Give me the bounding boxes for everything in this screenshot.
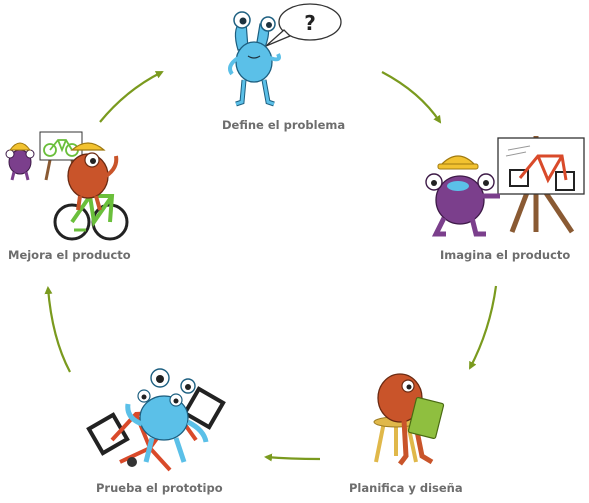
easel-icon bbox=[497, 136, 585, 234]
purple-monster-icon bbox=[5, 142, 35, 181]
question-mark-text: ? bbox=[304, 11, 316, 35]
step-label-mejora: Mejora el producto bbox=[8, 248, 131, 262]
blue-monster-icon bbox=[86, 368, 226, 472]
notebook-icon bbox=[407, 396, 445, 440]
blue-monster-icon bbox=[228, 11, 281, 107]
orange-monster-icon bbox=[373, 373, 445, 466]
step-label-define: Define el problema bbox=[222, 118, 346, 132]
step-label-planifica: Planifica y diseña bbox=[349, 481, 463, 495]
bicycle-icon bbox=[53, 194, 129, 241]
cycle-arrow-icon bbox=[264, 453, 321, 462]
cycle-arrow-icon bbox=[99, 71, 164, 123]
step-label-prueba: Prueba el prototipo bbox=[96, 481, 223, 495]
question-bubble-icon bbox=[265, 3, 342, 47]
purple-monster-icon bbox=[425, 155, 500, 237]
cycle-arrow-icon bbox=[469, 285, 498, 370]
cycle-arrows bbox=[44, 71, 498, 462]
orange-monster-icon bbox=[67, 142, 119, 211]
hardhat-icon bbox=[70, 142, 106, 151]
step-label-imagina: Imagina el producto bbox=[440, 248, 571, 262]
cycle-arrow-icon bbox=[381, 71, 442, 124]
cycle-arrow-icon bbox=[44, 286, 71, 373]
